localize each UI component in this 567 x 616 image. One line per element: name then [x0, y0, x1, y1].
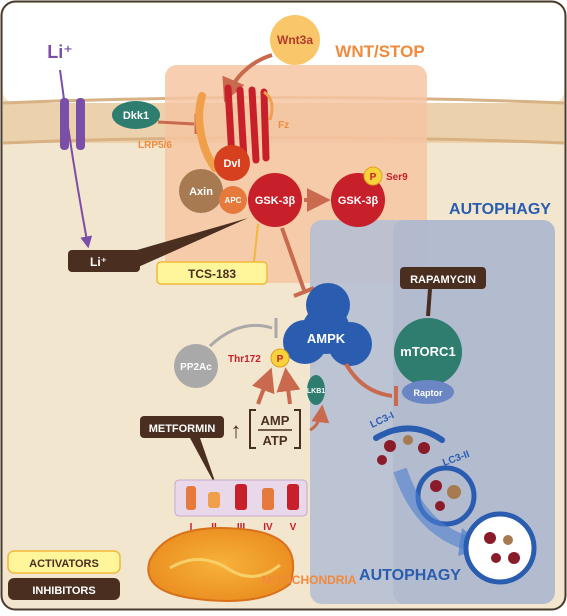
raptor-label: Raptor: [414, 388, 443, 398]
lkb1-protein: [307, 375, 325, 405]
lc3-cargo-4: [377, 455, 387, 465]
complex-v-label: V: [290, 522, 297, 533]
complex-i-label: I: [190, 522, 193, 533]
gsk-ampk-inhibition-bar: [293, 286, 315, 298]
dkk1-inhibition: [157, 120, 195, 126]
dvl-protein: [214, 145, 250, 181]
ratio-bracket-right: [294, 409, 301, 449]
rapamycin-pointer: [426, 288, 432, 317]
ser9-phosphate-label: P: [370, 172, 377, 183]
axin-protein: [179, 169, 223, 213]
complex-i-shape: [186, 486, 196, 510]
complex-iii-shape: [235, 484, 247, 510]
lkb1-thr172-arrow: [276, 367, 301, 405]
autolysosome: [463, 511, 537, 585]
thr172-label: Thr172: [228, 354, 261, 365]
metformin-pointer: [190, 438, 218, 490]
thr172-phosphate: [270, 348, 290, 368]
autolysosome-cargo-2: [503, 535, 513, 545]
amp-atp-up-arrow: ↑: [231, 418, 242, 443]
li-plus-label: Li⁺: [47, 42, 73, 62]
tcs-183-label: TCS-183: [188, 267, 236, 281]
ampk-mtorc-inhibition: [344, 362, 393, 398]
legend-activators-label: ACTIVATORS: [29, 558, 99, 570]
gsk3b-active: [248, 173, 302, 227]
autophagy-flow-arrow: [393, 467, 473, 551]
metformin-box: [140, 416, 224, 438]
ser9-label: Ser9: [386, 172, 408, 183]
complex-iii-label: III: [237, 522, 246, 533]
lrp-label: LRP5/6: [138, 140, 172, 151]
autophagy-top-title: AUTOPHAGY: [449, 201, 551, 218]
gsk3b-active-label: GSK-3β: [255, 195, 296, 207]
complex-iv-shape: [262, 488, 274, 510]
mtorc1-complex: [394, 318, 462, 386]
mitochondria-label: MITOCHONDRIA: [262, 573, 357, 587]
autophagy-bottom-title: AUTOPHAGY: [359, 567, 461, 584]
dvl-label: Dvl: [223, 158, 240, 170]
legend-inhibitors-box: [8, 578, 120, 600]
autophagosome-cargo-3: [435, 501, 445, 511]
complex-ii-shape: [208, 492, 220, 508]
li-channel-right: [76, 98, 85, 150]
complex-iv-label: IV: [263, 522, 273, 533]
lc3-cargo-1: [384, 440, 396, 452]
ratio-lkb1-arrow: [309, 404, 330, 432]
atp-label: ATP: [262, 433, 287, 448]
tcs-183-box: [156, 261, 268, 285]
lkb1-label: LKB1: [307, 388, 325, 395]
tcs-pointer: [253, 223, 259, 263]
dkk1-label: Dkk1: [123, 110, 149, 122]
lrp-receptor: [195, 92, 219, 172]
apc-label: APC: [225, 196, 242, 205]
rapamycin-box: [400, 267, 486, 289]
fz-receptor-loop: [263, 90, 274, 121]
gsk-ampk-inhibition: [280, 227, 306, 291]
amp-label: AMP: [261, 413, 290, 428]
wnt3a-label: Wnt3a: [277, 33, 313, 47]
thr172-phosphate-label: P: [277, 354, 284, 365]
gsk3b-inactive: [331, 173, 385, 227]
wnt3a-ligand: [270, 15, 320, 65]
legend-activators-box: [7, 550, 121, 574]
fz-label: Fz: [278, 120, 289, 131]
autolysosome-cargo-1: [484, 532, 496, 544]
rapamycin-label: RAPAMYCIN: [410, 274, 476, 286]
dkk1-protein: [112, 101, 160, 129]
autolysosome-cargo-3: [491, 553, 501, 563]
fz-receptor: [224, 84, 270, 164]
legend-inhibitors-label: INHIBITORS: [32, 585, 95, 597]
li-entry-arrow: [59, 69, 93, 249]
lc3-cargo-3: [418, 442, 430, 454]
mitochondrion-cristae: [169, 558, 281, 578]
autophagosome-cargo-2: [447, 485, 461, 499]
autophagy-box-top: [393, 220, 555, 604]
metformin-label: METFORMIN: [149, 423, 216, 435]
li-channel-left: [60, 98, 69, 150]
complex-v-shape: [287, 484, 299, 510]
phagophore: [373, 425, 445, 443]
wnt-stop-title: WNT/STOP: [335, 42, 424, 61]
amp-thr172-arrow: [252, 367, 275, 405]
autolysosome-cargo-4: [508, 552, 520, 564]
gsk3b-inactive-label: GSK-3β: [338, 195, 379, 207]
pp2ac-label: PP2Ac: [180, 362, 212, 373]
axin-label: Axin: [189, 186, 213, 198]
ampk-core: [302, 306, 350, 354]
li-inhibitor-box: [68, 250, 140, 272]
li-inhibitor-label: Li⁺: [90, 255, 107, 269]
li-inhibitor-pointer: [130, 218, 248, 268]
ampk-label: AMPK: [307, 331, 346, 346]
ser9-phosphate: [363, 166, 383, 186]
pp2ac-protein: [174, 344, 218, 388]
apc-protein: [219, 186, 247, 214]
raptor-protein: [402, 380, 454, 404]
pp2ac-inhibition: [208, 323, 273, 348]
ratio-bracket-left: [249, 409, 256, 449]
autophagosome-cargo-1: [430, 480, 442, 492]
lc3-cargo-2: [403, 435, 413, 445]
mtorc1-label: mTORC1: [400, 344, 455, 359]
